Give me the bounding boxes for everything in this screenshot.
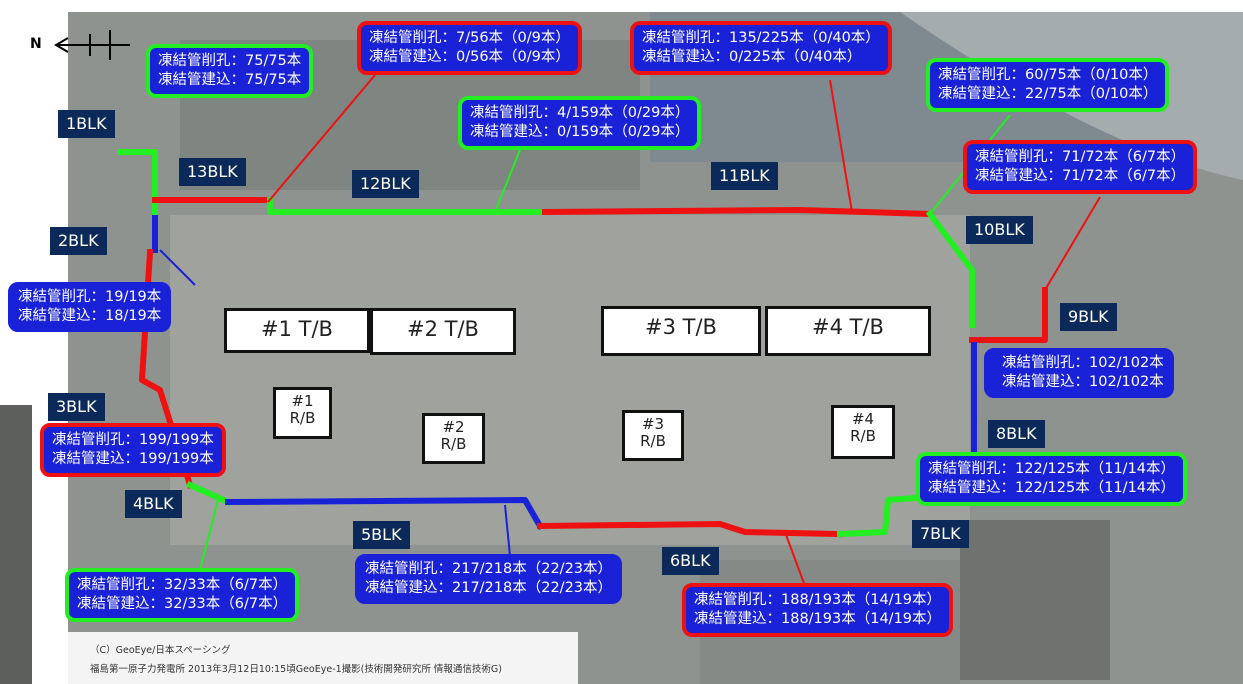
leader-line-13blk [267,74,376,203]
callout-2blk-installation: 凍結管建込：18/19本 [18,308,162,324]
leader-line-9blk [1044,196,1101,291]
block-label-12blk: 12BLK [352,170,419,198]
callout-8blk-drilling: 凍結管削孔：102/102本 [1002,355,1164,371]
callout-4blk-drilling: 凍結管削孔：32/33本（6/7本） [77,577,288,593]
block-label-13blk: 13BLK [179,158,246,186]
building-4-tb: #4 T/B [765,306,931,356]
callout-7blk-drilling: 凍結管削孔：122/125本（11/14本） [928,461,1176,477]
block-label-6blk: 6BLK [662,547,719,575]
callout-10blk: 凍結管削孔：60/75本（0/10本） 凍結管建込：22/75本（0/10本） [926,58,1170,112]
north-arrow-icon [54,30,130,60]
block-label-2blk: 2BLK [50,227,107,255]
callout-6blk: 凍結管削孔：188/193本（14/19本） 凍結管建込：188/193本（14… [682,583,954,637]
callout-5blk-drilling: 凍結管削孔：217/218本（22/23本） [365,561,613,577]
building-4-rb-number: #4 [851,410,875,428]
block-label-8blk: 8BLK [988,420,1045,448]
callout-6blk-installation: 凍結管建込：188/193本（14/19本） [694,611,942,627]
callout-1blk-installation: 凍結管建込：75/75本 [158,72,302,88]
image-credit: （C）GeoEye/日本スペーシング [90,645,231,656]
block-label-10blk: 10BLK [966,216,1033,244]
wall-segment-5blk [224,497,545,531]
block-label-4blk: 4BLK [125,490,182,518]
leader-line-4blk [199,499,219,571]
wall-segment-12blk [267,197,548,215]
leader-line-6blk [784,531,806,587]
block-label-9blk: 9BLK [1060,303,1117,331]
image-caption: 福島第一原子力発電所 2013年3月12日10:15頃GeoEye-1撮影(技術… [90,664,502,675]
building-3-rb: #3 R/B [622,410,684,461]
wall-segment-9blk [969,287,1048,343]
callout-12blk: 凍結管削孔：4/159本（0/29本） 凍結管建込：0/159本（0/29本） [458,96,702,150]
leader-line-12blk [494,149,521,213]
callout-3blk: 凍結管削孔：199/199本 凍結管建込：199/199本 [40,423,226,477]
callout-10blk-drilling: 凍結管削孔：60/75本（0/10本） [938,67,1158,83]
building-1-rb: #1 R/B [273,387,332,439]
callout-13blk: 凍結管削孔：7/56本（0/9本） 凍結管建込：0/56本（0/9本） [357,21,582,75]
leader-line-11blk [829,79,853,213]
building-1-tb: #1 T/B [224,308,370,353]
block-label-1blk: 1BLK [58,110,115,138]
building-2-rb: #2 R/B [422,413,485,464]
building-3-rb-number: #3 [641,415,665,433]
callout-12blk-installation: 凍結管建込：0/159本（0/29本） [470,124,690,140]
wall-segment-10blk [925,209,975,328]
callout-7blk-installation: 凍結管建込：122/125本（11/14本） [928,480,1176,496]
callout-8blk-installation: 凍結管建込：102/102本 [1002,374,1164,390]
callout-3blk-drilling: 凍結管削孔：199/199本 [52,432,214,448]
block-label-3blk: 3BLK [48,393,105,421]
building-2-tb: #2 T/B [370,308,516,355]
callout-8blk: 凍結管削孔：102/102本 凍結管建込：102/102本 [984,348,1174,398]
block-label-7blk: 7BLK [912,520,969,548]
callout-10blk-installation: 凍結管建込：22/75本（0/10本） [938,86,1158,102]
callout-5blk: 凍結管削孔：217/218本（22/23本） 凍結管建込：217/218本（22… [355,554,623,604]
leader-line-2blk [159,249,196,286]
callout-9blk: 凍結管削孔：71/72本（6/7本） 凍結管建込：71/72本（6/7本） [963,140,1198,194]
wall-segment-6blk [536,521,844,538]
callout-9blk-drilling: 凍結管削孔：71/72本（6/7本） [975,149,1186,165]
callout-2blk-drilling: 凍結管削孔：19/19本 [18,289,162,305]
building-3-rb-label: R/B [640,432,666,450]
callout-6blk-drilling: 凍結管削孔：188/193本（14/19本） [694,592,942,608]
building-1-rb-label: R/B [289,409,316,427]
leader-line-5blk [504,504,511,557]
building-2-rb-label: R/B [440,435,467,453]
callout-11blk-drilling: 凍結管削孔：135/225本（0/40本） [642,30,880,46]
left-photo-edge [0,405,32,684]
callout-13blk-drilling: 凍結管削孔：7/56本（0/9本） [369,30,570,46]
callout-12blk-drilling: 凍結管削孔：4/159本（0/29本） [470,105,690,121]
callout-1blk: 凍結管削孔：75/75本 凍結管建込：75/75本 [146,44,314,98]
building-2-rb-number: #2 [442,418,465,436]
callout-3blk-installation: 凍結管建込：199/199本 [52,451,214,467]
building-3-tb: #3 T/B [601,306,761,356]
ground-area [170,215,970,545]
building-4-rb: #4 R/B [831,405,895,459]
callout-11blk: 凍結管削孔：135/225本（0/40本） 凍結管建込：0/225本（0/40本… [630,21,892,75]
callout-9blk-installation: 凍結管建込：71/72本（6/7本） [975,168,1186,184]
wall-segment-1blk [117,149,158,218]
building-4-rb-label: R/B [850,427,876,445]
callout-2blk: 凍結管削孔：19/19本 凍結管建込：18/19本 [8,282,172,332]
north-label: N [30,36,42,52]
building-1-rb-number: #1 [291,392,314,410]
callout-5blk-installation: 凍結管建込：217/218本（22/23本） [365,580,613,596]
callout-4blk: 凍結管削孔：32/33本（6/7本） 凍結管建込：32/33本（6/7本） [65,568,300,622]
wall-segment-4blk [186,481,232,506]
wall-segment-11blk [541,207,934,218]
callout-4blk-installation: 凍結管建込：32/33本（6/7本） [77,596,288,612]
callout-11blk-installation: 凍結管建込：0/225本（0/40本） [642,49,862,65]
credit-area [68,632,578,684]
block-label-5blk: 5BLK [353,521,410,549]
wall-segment-7blk [836,494,919,538]
block-label-11blk: 11BLK [711,162,778,190]
callout-7blk: 凍結管削孔：122/125本（11/14本） 凍結管建込：122/125本（11… [916,452,1188,506]
callout-1blk-drilling: 凍結管削孔：75/75本 [158,53,302,69]
callout-13blk-installation: 凍結管建込：0/56本（0/9本） [369,49,570,65]
